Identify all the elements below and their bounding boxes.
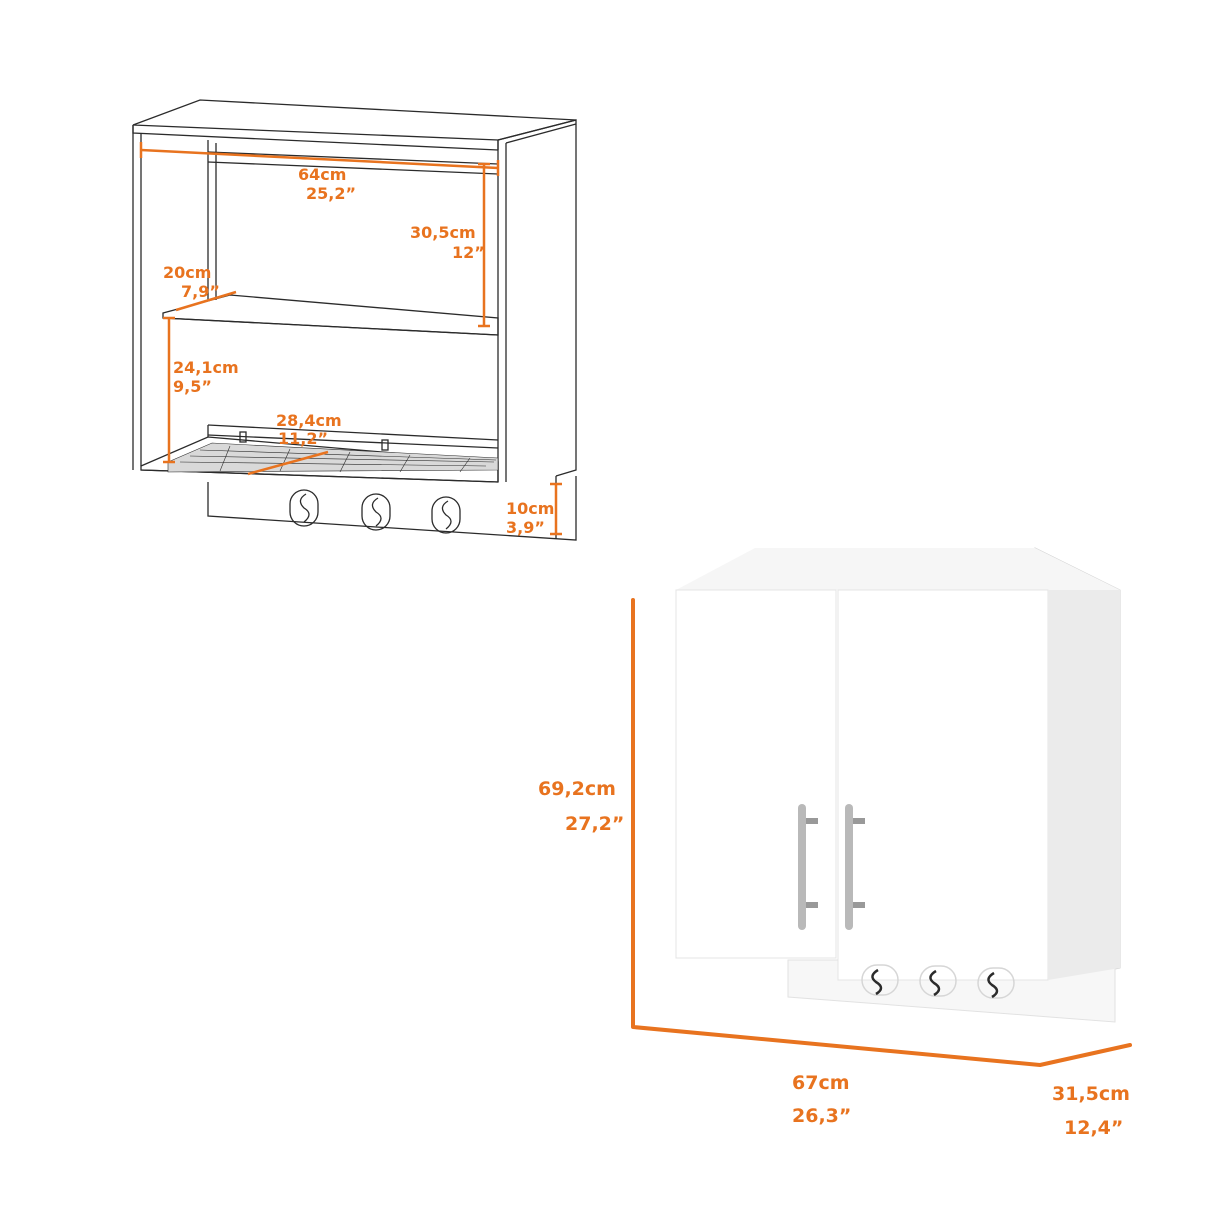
hook-icon — [289, 489, 319, 527]
interior-labels: 64cm 25,2” 30,5cm 12” 20cm 7,9” 24,1cm 9… — [163, 165, 554, 537]
lower-height-cm: 24,1cm — [173, 358, 239, 377]
cabinet-top-panel — [132, 99, 577, 141]
height-in: 27,2” — [565, 813, 624, 835]
hook-icon — [431, 496, 461, 534]
interior-width-in: 25,2” — [306, 184, 356, 203]
interior-width-cm: 64cm — [298, 165, 346, 184]
depth-in: 12,4” — [1064, 1117, 1123, 1139]
left-door-handle[interactable] — [798, 804, 818, 930]
bottom-panel — [140, 436, 499, 483]
hook-icon — [977, 967, 1015, 999]
depth-cm: 31,5cm — [1052, 1083, 1130, 1105]
right-door-handle[interactable] — [845, 804, 865, 930]
width-in: 26,3” — [792, 1105, 851, 1127]
hook-icon — [861, 964, 899, 996]
interior-dimension-lines — [139, 142, 562, 536]
mesh-rack — [167, 442, 499, 473]
right-door[interactable] — [837, 589, 1049, 981]
lower-height-in: 9,5” — [173, 377, 212, 396]
hook-height-cm: 10cm — [506, 499, 554, 518]
rack-width-cm: 28,4cm — [276, 411, 342, 430]
closed-cabinet — [675, 547, 1121, 1023]
exterior-dimension-lines — [631, 598, 1132, 1067]
width-cm: 67cm — [792, 1072, 850, 1094]
rack-width-in: 11,2” — [278, 429, 328, 448]
middle-shelf — [162, 294, 499, 336]
upper-height-in: 12” — [452, 243, 485, 262]
upper-height-cm: 30,5cm — [410, 223, 476, 242]
hook-icon — [361, 493, 391, 531]
shelf-depth-cm: 20cm — [163, 263, 211, 282]
exterior-labels: 69,2cm 27,2” 67cm 26,3” 31,5cm 12,4” — [538, 778, 1130, 1139]
hook-height-in: 3,9” — [506, 518, 545, 537]
hook-icon — [919, 965, 957, 997]
cabinet-top — [676, 548, 1120, 590]
left-door[interactable] — [675, 589, 837, 959]
height-cm: 69,2cm — [538, 778, 616, 800]
shelf-depth-in: 7,9” — [181, 282, 220, 301]
